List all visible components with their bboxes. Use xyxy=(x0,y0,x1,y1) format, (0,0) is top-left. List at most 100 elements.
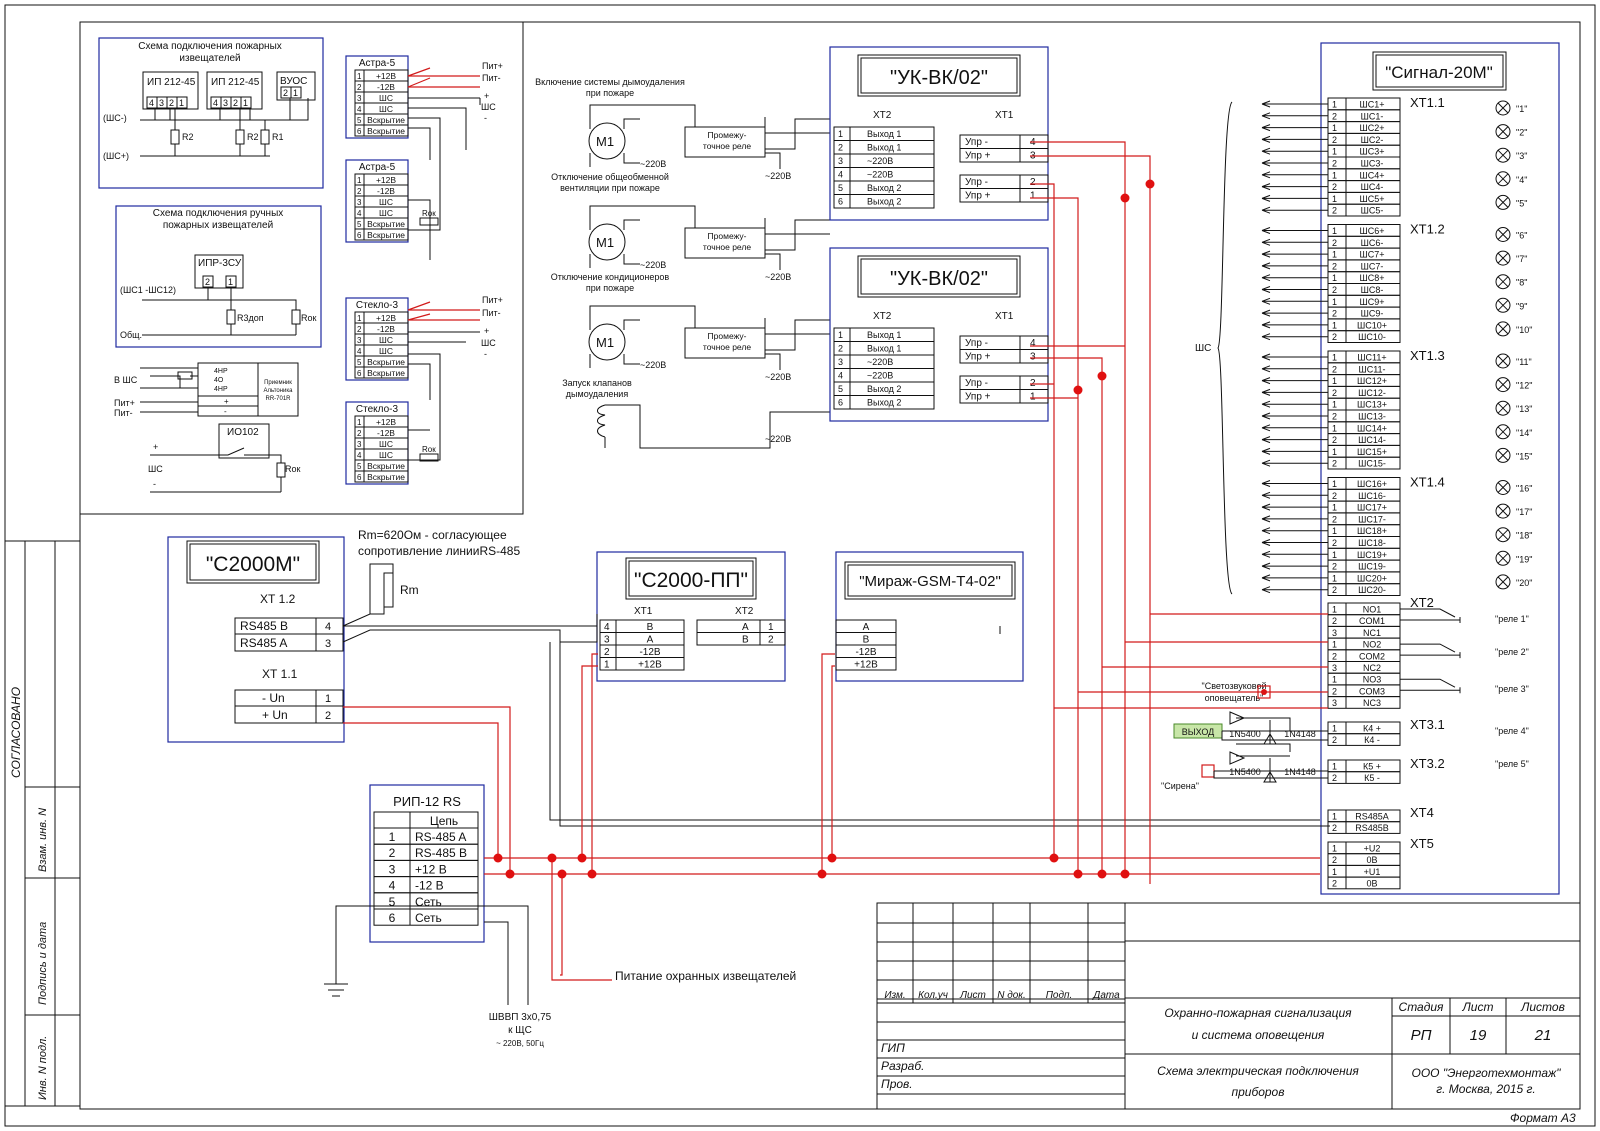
label: "2" xyxy=(1516,128,1527,138)
label: ШС9- xyxy=(1361,309,1384,319)
power-wire xyxy=(1030,345,1125,874)
lamp-cross xyxy=(1497,252,1509,264)
label: ШС6+ xyxy=(1359,226,1384,236)
label: ~220В xyxy=(640,159,666,169)
lamp-cross xyxy=(1497,323,1509,335)
label: "5" xyxy=(1516,198,1527,208)
label: 2 xyxy=(283,88,288,98)
label: ШС20+ xyxy=(1357,573,1387,583)
svg-text:1: 1 xyxy=(228,277,233,287)
svg-text:РИП-12 RS: РИП-12 RS xyxy=(393,794,461,809)
pw-row xyxy=(1327,876,1401,890)
label: Упр - xyxy=(965,338,988,349)
label: 3 xyxy=(1332,663,1337,673)
lamp-icon xyxy=(1495,550,1511,566)
label: 1N5400 xyxy=(1229,767,1261,777)
pin-num: 3 xyxy=(838,357,843,367)
junction-dot xyxy=(505,869,515,879)
label: -12В xyxy=(377,186,395,196)
lamp-icon xyxy=(1495,400,1511,416)
arrow-icon xyxy=(1261,447,1328,455)
label: Упр - xyxy=(965,137,988,148)
label: Отключение общеобменной xyxy=(551,172,669,182)
label: 1 xyxy=(1332,353,1337,363)
label: Стекло-3 xyxy=(356,404,399,415)
label: ШС8+ xyxy=(1359,273,1384,283)
label: Упр - xyxy=(965,378,988,389)
label: 1 xyxy=(1332,844,1337,854)
svg-text:ШС: ШС xyxy=(481,338,496,348)
uk-vk-title-frame xyxy=(857,54,1021,97)
label: "реле 2" xyxy=(1495,647,1529,657)
label: 2 xyxy=(1332,135,1337,145)
control-row xyxy=(959,349,1049,364)
label: Астра-5 xyxy=(359,58,396,69)
junction-dot xyxy=(493,853,503,863)
label: 1N4148 xyxy=(1284,767,1316,777)
label: M1 xyxy=(596,335,614,350)
label: 1 xyxy=(243,98,248,108)
svg-text:Rок: Rок xyxy=(285,464,301,474)
arrow-icon xyxy=(1261,388,1328,396)
svg-text:4НР: 4НР xyxy=(214,368,228,375)
label: ХТ1.2 xyxy=(1410,222,1445,237)
label: 1 xyxy=(1332,226,1337,236)
lamp-icon xyxy=(1495,147,1511,163)
label: 4 xyxy=(213,98,218,108)
label: 2 xyxy=(1332,285,1337,295)
stamp-header: Изм. xyxy=(884,990,905,1001)
label: "Светозвуковой xyxy=(1202,681,1267,691)
receiver-rr701r: 4НР 4О 4НР Приемник Альтоника RR-701R + … xyxy=(114,362,299,418)
label: ~220В xyxy=(640,360,666,370)
label: Выход 1 xyxy=(867,344,901,354)
fire-sensor-scheme: Схема подключения пожарных извещателей И… xyxy=(98,37,324,189)
label: 3 xyxy=(604,635,610,646)
label: ХТ1.4 xyxy=(1410,475,1445,490)
label: -12 В xyxy=(415,879,444,893)
label: ШС3+ xyxy=(1359,147,1384,157)
label: ШС16+ xyxy=(1357,479,1387,489)
lamp-cross xyxy=(1497,529,1509,541)
junction-dot xyxy=(1049,853,1059,863)
lamp-icon xyxy=(1495,227,1511,242)
label: ШС xyxy=(379,335,393,345)
label: "реле 1" xyxy=(1495,614,1529,624)
label: точное реле xyxy=(703,242,751,252)
lamp-icon xyxy=(1495,194,1511,210)
lamp-cross xyxy=(1497,197,1509,208)
svg-text:извещателей: извещателей xyxy=(179,53,240,64)
svg-text:2: 2 xyxy=(325,710,331,722)
left-stamp: СОГЛАСОВАНО Взам. инв. N Подпись и дата … xyxy=(4,540,81,1107)
label: 2 xyxy=(389,846,396,860)
arrow-icon xyxy=(1261,333,1328,341)
arrow-icon xyxy=(1261,586,1328,594)
arrow-icon xyxy=(1261,124,1328,132)
svg-text:R2: R2 xyxy=(247,132,259,142)
lamp-cross xyxy=(1497,276,1509,288)
label: 2 xyxy=(1332,585,1337,595)
lamp-cross xyxy=(1497,379,1509,390)
label: B xyxy=(742,635,749,646)
label: 3 xyxy=(159,98,164,108)
label: -12В xyxy=(377,82,395,92)
junction-dot xyxy=(827,853,837,863)
terminal-num: 1 xyxy=(357,418,362,427)
svg-text:ХТ1: ХТ1 xyxy=(634,606,653,617)
label: 2 xyxy=(1332,879,1337,889)
rip-row xyxy=(373,908,479,926)
label: Rок xyxy=(422,209,436,218)
label: ХТ3.2 xyxy=(1410,756,1445,771)
svg-text:"Мираж-GSM-T4-02": "Мираж-GSM-T4-02" xyxy=(859,573,1001,590)
label: 2 xyxy=(1332,238,1337,248)
label: ШС4- xyxy=(1361,182,1384,192)
terminal-num: 2 xyxy=(357,429,362,438)
svg-text:2: 2 xyxy=(205,277,210,287)
terminal-num: 3 xyxy=(357,440,362,449)
label: 2 xyxy=(1332,261,1337,271)
label: ВЫХОД xyxy=(1182,727,1215,737)
label: 1 xyxy=(1030,191,1036,202)
sensor-bus: Пит+ Пит- + ШС - Пит+ Пит- + ШС - xyxy=(407,61,503,461)
rs-row xyxy=(1327,821,1401,834)
